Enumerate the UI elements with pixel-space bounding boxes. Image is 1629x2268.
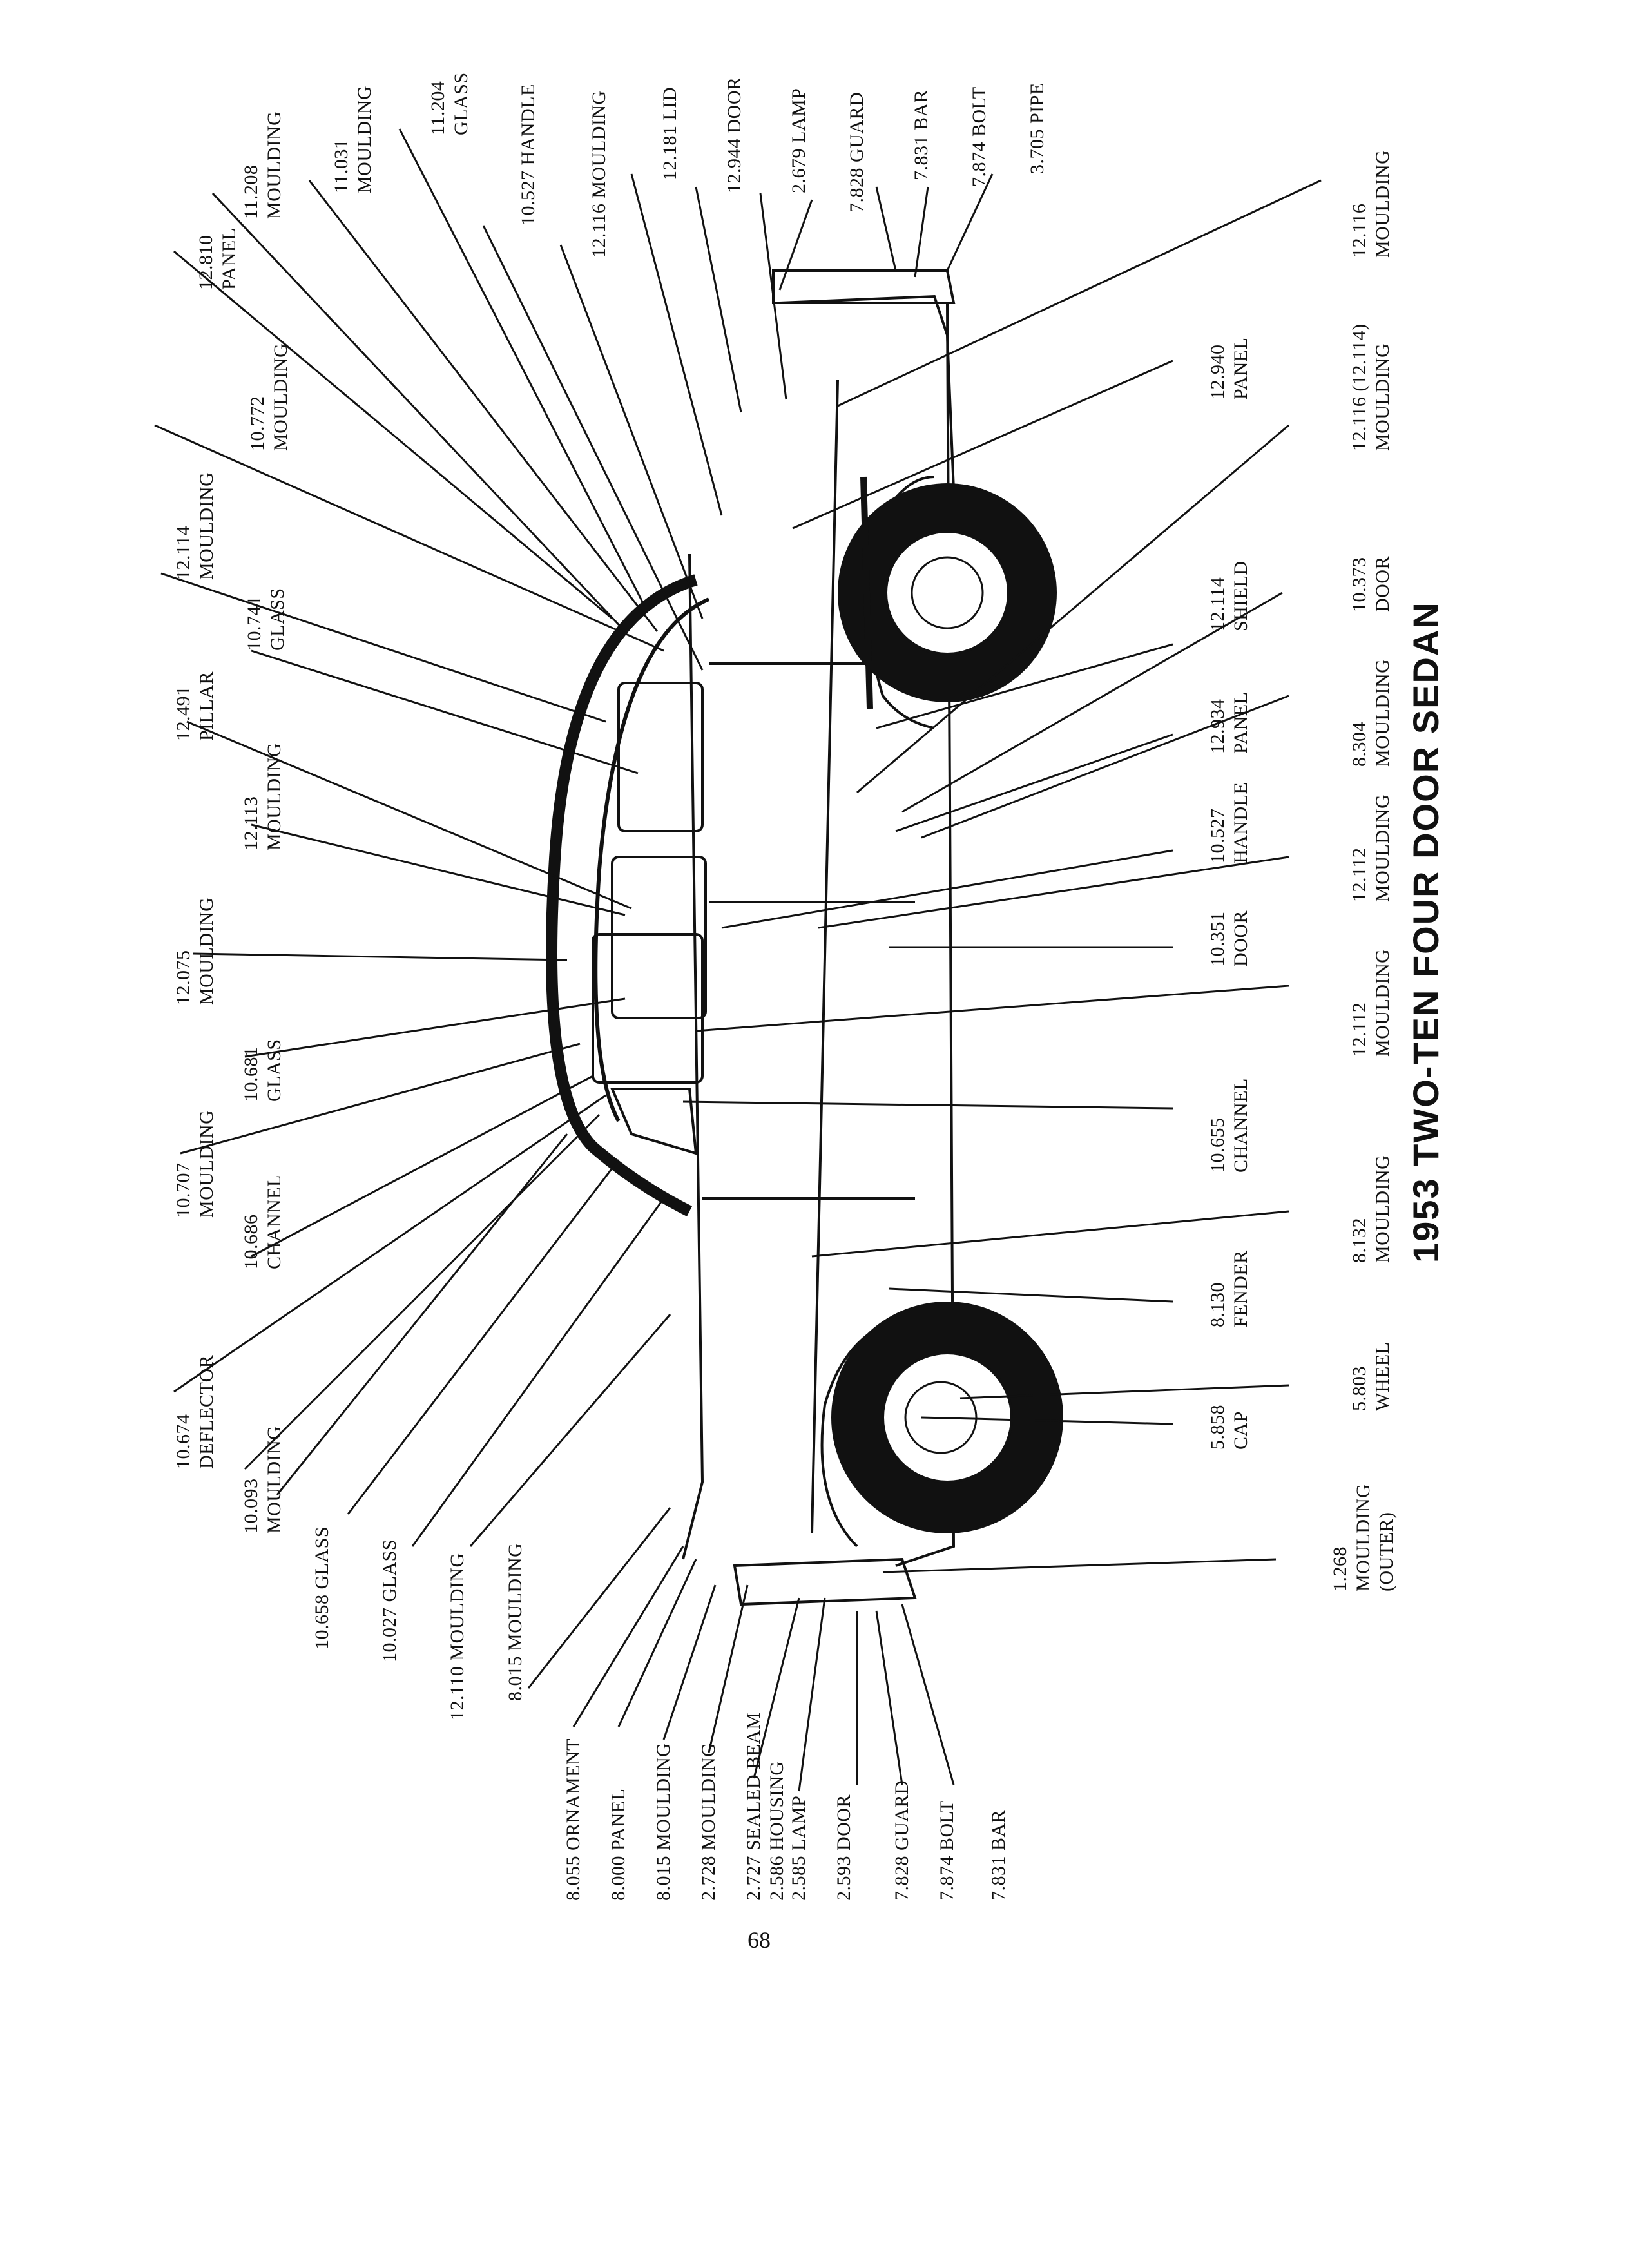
roof-outline: [546, 574, 698, 1217]
front-bumper: [733, 1557, 917, 1606]
vent-window: [610, 1088, 698, 1155]
roof-inner: [593, 597, 710, 1122]
trim-line: [811, 380, 839, 1534]
page-title: 1953 TWO-TEN FOUR DOOR SEDAN: [1405, 601, 1446, 1263]
front-door-window: [592, 933, 704, 1084]
rear-wheel: [838, 483, 1057, 702]
body-lower-line: [895, 302, 956, 1567]
callout-12-116-12-114-moulding: 12.116 (12.114)MOULDING: [1349, 323, 1393, 451]
callout-8-015-moulding-left: 8.015 MOULDING: [505, 1542, 526, 1701]
callout-7-831-bar-bottom: 7.831 BAR: [988, 1809, 1009, 1901]
rear-quarter-window: [617, 682, 704, 832]
page-number: 68: [747, 1927, 771, 1953]
body-upper-line: [682, 553, 704, 1560]
rear-fender-skirt: [860, 476, 873, 709]
rear-door-window: [611, 856, 707, 1019]
leader-lines: [154, 128, 1322, 1792]
callout-3-705-pipe: 3.705 PIPE: [1027, 82, 1048, 174]
